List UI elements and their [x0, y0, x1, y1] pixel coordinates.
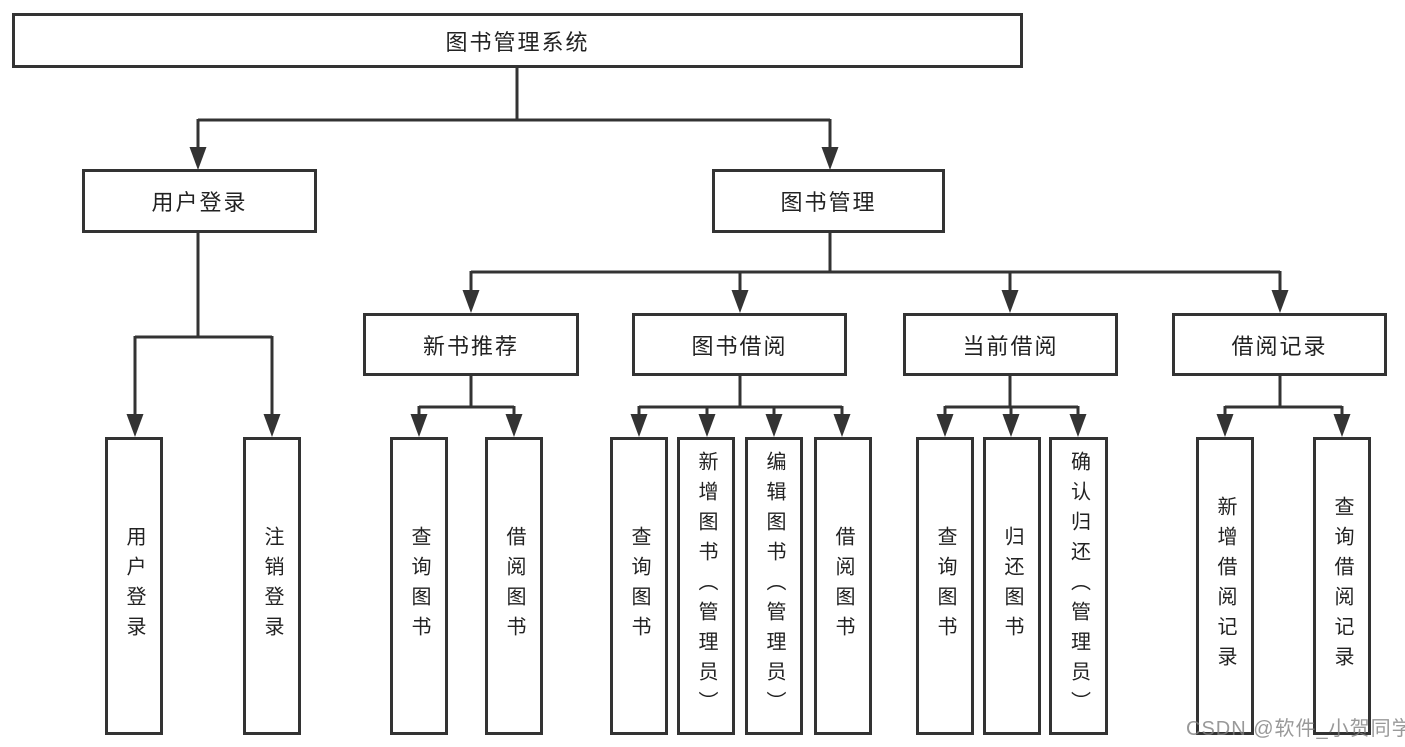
leaf-label: 确认归还（管理员）	[1067, 451, 1090, 721]
leaf-current-return-books: 归还图书	[983, 437, 1041, 735]
leaf-records-add-borrow-record: 新增借阅记录	[1196, 437, 1254, 735]
leaf-records-query-borrow-record: 查询借阅记录	[1313, 437, 1371, 735]
node-borrowing-records: 借阅记录	[1172, 313, 1387, 376]
leaf-borrow-add-books-admin: 新增图书（管理员）	[677, 437, 735, 735]
leaf-borrow-borrow-books: 借阅图书	[814, 437, 872, 735]
node-library-system-root: 图书管理系统	[12, 13, 1023, 68]
leaf-label: 查询借阅记录	[1331, 496, 1353, 676]
leaf-recommend-borrow-books: 借阅图书	[485, 437, 543, 735]
leaf-logout: 注销登录	[243, 437, 301, 735]
leaf-label: 编辑图书（管理员）	[763, 451, 785, 721]
leaf-current-query-books: 查询图书	[916, 437, 974, 735]
node-label: 新书推荐	[422, 333, 519, 359]
node-label: 图书管理	[780, 190, 877, 215]
node-book-management: 图书管理	[712, 169, 945, 233]
leaf-label: 借阅图书	[503, 526, 525, 646]
leaf-label: 注销登录	[261, 526, 283, 646]
leaf-recommend-query-books: 查询图书	[390, 437, 448, 735]
node-label: 图书管理系统	[445, 29, 590, 55]
node-current-borrowing: 当前借阅	[903, 313, 1118, 376]
leaf-label: 查询图书	[628, 526, 650, 646]
leaf-borrow-edit-books-admin: 编辑图书（管理员）	[745, 437, 803, 735]
node-user-login: 用户登录	[82, 169, 317, 233]
leaf-label: 归还图书	[1001, 526, 1023, 646]
node-label: 图书借阅	[691, 333, 788, 359]
leaf-borrow-query-books: 查询图书	[610, 437, 668, 735]
csdn-watermark: CSDN @软件_小贺同学	[1186, 718, 1405, 740]
leaf-user-login: 用户登录	[105, 437, 163, 735]
node-label: 借阅记录	[1231, 333, 1328, 359]
leaf-label: 用户登录	[123, 526, 145, 646]
node-label: 用户登录	[151, 190, 248, 215]
leaf-label: 新增图书（管理员）	[695, 451, 717, 721]
leaf-label: 借阅图书	[832, 526, 854, 646]
node-new-book-recommendation: 新书推荐	[363, 313, 579, 376]
leaf-current-confirm-return-admin: 确认归还（管理员）	[1049, 437, 1108, 735]
node-book-borrowing: 图书借阅	[632, 313, 847, 376]
leaf-label: 查询图书	[408, 526, 430, 646]
node-label: 当前借阅	[962, 333, 1059, 359]
leaf-label: 新增借阅记录	[1214, 496, 1236, 676]
leaf-label: 查询图书	[934, 526, 956, 646]
